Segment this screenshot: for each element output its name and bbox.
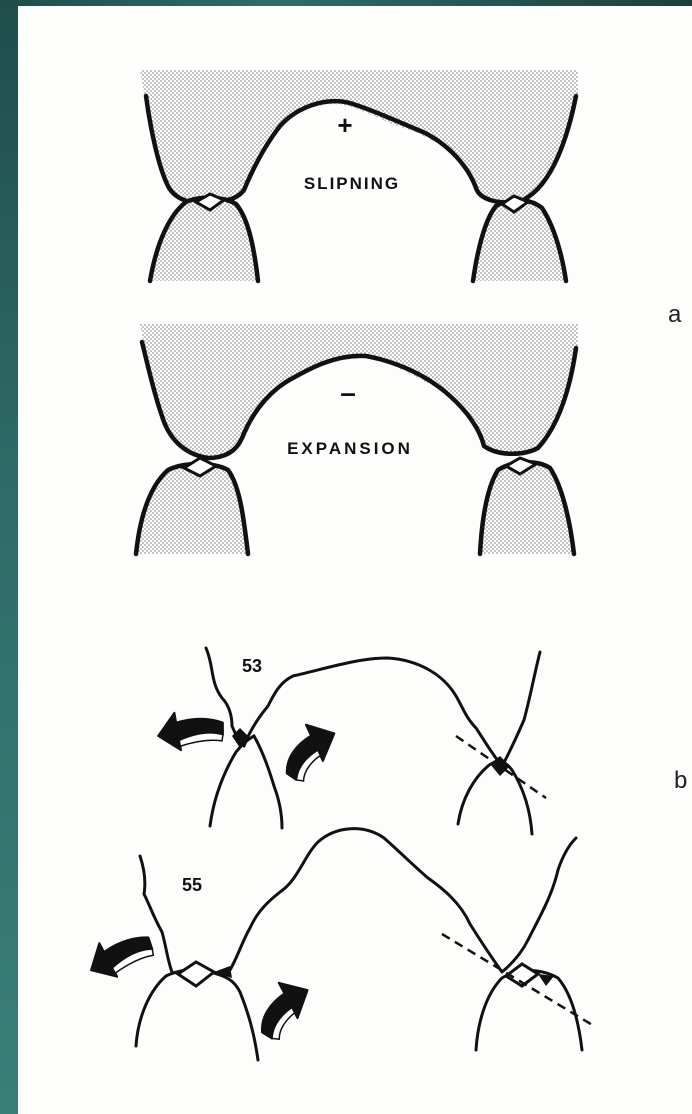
lower-tooth-right-slipning [473, 200, 566, 281]
upper-jaw-expansion [140, 324, 578, 458]
figure-number-55: 55 [182, 875, 202, 895]
arrow-inward-53 [272, 715, 348, 786]
diagram-slipning: + SLIPNING [140, 70, 578, 281]
dark-wedge-right-55 [538, 974, 554, 986]
dental-figure: + SLIPNING a – EXPANSION [18, 6, 692, 1114]
label-slipning: SLIPNING [304, 174, 400, 193]
sign-plus: + [337, 110, 352, 140]
figure-page: + SLIPNING a – EXPANSION [18, 6, 692, 1114]
palate-outline-53 [244, 652, 540, 766]
sign-minus: – [340, 377, 356, 408]
panel-label-a: a [668, 301, 682, 328]
contact-left-55 [178, 962, 214, 986]
figure-number-53: 53 [242, 656, 262, 676]
palate-outline-55 [230, 829, 576, 972]
arrow-inward-55 [245, 972, 321, 1044]
arrow-outward-55 [82, 922, 158, 987]
diagram-55: 55 [82, 829, 594, 1060]
diagram-expansion: – EXPANSION [136, 324, 578, 554]
diagram-53: 53 [155, 648, 546, 834]
panel-label-b: b [674, 767, 687, 794]
slide-frame-left [0, 0, 18, 1114]
arrow-outward-53 [155, 705, 227, 754]
label-expansion: EXPANSION [287, 439, 413, 458]
lower-tooth-left-53 [210, 736, 282, 828]
lower-tooth-right-53 [458, 762, 532, 834]
